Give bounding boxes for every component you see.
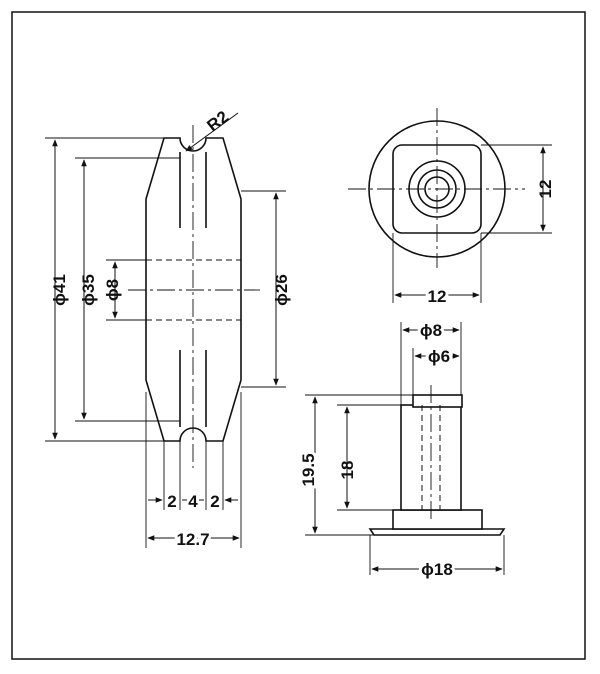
dim-label-width-4: 4 [188,492,198,511]
base-flange [368,528,506,536]
wheel-width-extension-lines [145,392,242,548]
dim-label-height-18: 18 [338,461,357,480]
dim-label-height-19-5: 19.5 [299,453,318,486]
axle-hidden-lines [421,405,441,510]
top-view-centerlines [348,108,525,268]
dim-label-width-2-right: 2 [210,492,219,511]
base-plate [392,509,483,530]
dim-label-square-12-vertical: 12 [536,180,555,199]
dim-label-axle-dia-8: ϕ8 [420,321,442,340]
top-view-extension-lines [392,144,552,303]
dim-label-axle-dia-6: ϕ6 [428,347,450,366]
dim-label-width-2-left: 2 [167,492,176,511]
dim-label-dia-26: ϕ26 [272,274,291,306]
dim-label-dia-41: ϕ41 [50,274,69,306]
wheel-width-dim-lines [147,497,240,541]
axle-side-view [368,394,506,536]
dim-label-dia-35: ϕ35 [79,274,98,306]
wheel-outline [145,137,242,442]
pulley-wheel-side-view [145,137,242,442]
wheel-bore-hidden-lines [146,259,241,321]
drawing-frame [11,11,586,660]
radius-leader [185,112,239,152]
axle-tip [412,394,463,408]
wheel-centerlines [128,125,260,468]
dim-label-base-dia-18: ϕ18 [421,560,453,579]
dim-label-width-12-7: 12.7 [176,530,209,549]
dim-label-dia-8-wheel: ϕ8 [103,279,122,301]
axle-extension-lines [305,322,505,575]
radius-label: R2 [203,107,232,135]
dim-label-square-12-horizontal: 12 [428,287,447,306]
